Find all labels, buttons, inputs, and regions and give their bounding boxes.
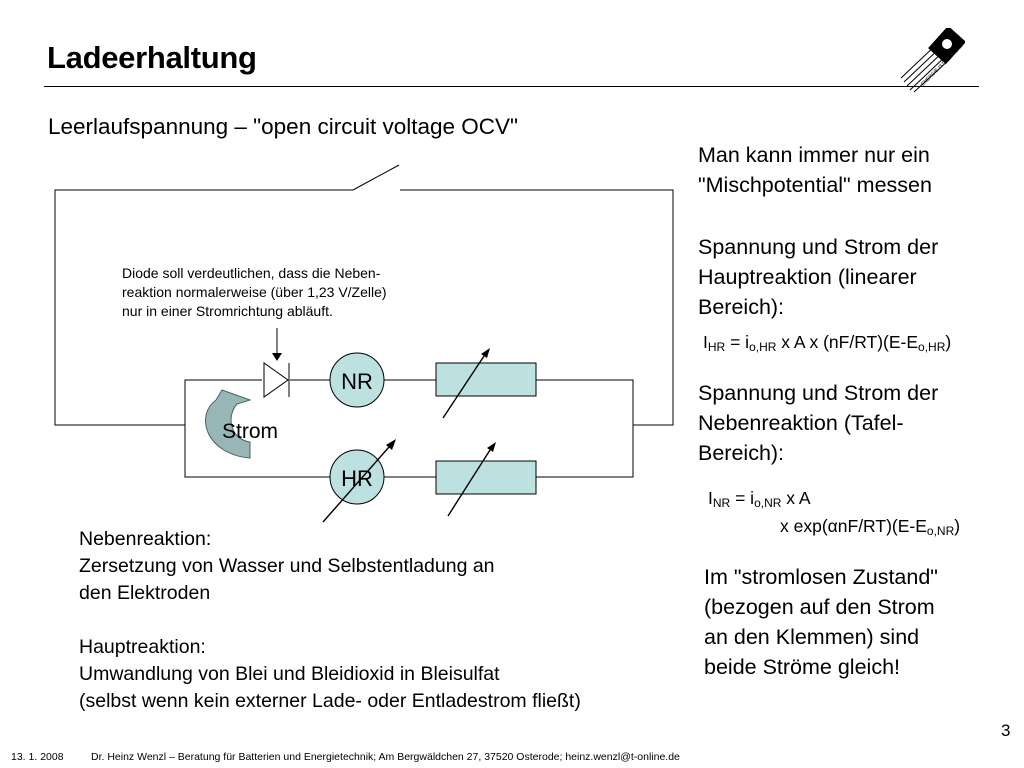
text-line: Bereich): [698,441,785,465]
hr-element [329,449,385,505]
inner-wire-right [536,379,634,478]
outer-wire-left [54,189,353,426]
nr-formula: INR = io,NR x A [708,488,811,510]
diode-note: Diode soll verdeutlichen, dass die Neben… [122,264,387,321]
variable-resistor-top [435,362,537,397]
open-switch [352,164,400,191]
diode-note-line: Diode soll verdeutlichen, dass die Neben… [122,265,381,281]
mischpotential-text: Man kann immer nur ein "Mischpotential" … [698,140,932,200]
text-line: (selbst wenn kein externer Lade- oder En… [79,690,581,712]
text-line: an den Klemmen) sind [704,625,920,649]
nebenreaktion-heading: Nebenreaktion: [79,528,212,550]
variable-resistor-bottom [435,460,537,495]
text-line: Hauptreaktion (linearer [698,265,917,289]
footer-date: 13. 1. 2008 [11,751,64,763]
nr-formula-line2: x exp(αnF/RT)(E-Eo,NR) [780,516,961,538]
text-line: (bezogen auf den Strom [704,595,935,619]
current-direction-arrow [205,389,252,459]
title-divider [44,86,979,87]
text-line: Man kann immer nur ein [698,143,930,167]
text-line: Umwandlung von Blei und Bleidioxid in Bl… [79,663,500,685]
diode-note-line: reaktion normalerweise (über 1,23 V/Zell… [122,284,387,300]
inner-wire-left-bottom [184,425,330,478]
diode-note-line: nur in einer Stromrichtung abläuft. [122,303,333,319]
slide-title: Ladeerhaltung [47,40,257,75]
nr-label: NR [341,369,373,394]
current-label: Strom [222,420,278,443]
stromlos-conclusion: Im "stromlosen Zustand" (bezogen auf den… [704,562,938,682]
text-line: Bereich): [698,295,785,319]
resistor-bottom-adjust-arrow [447,449,491,517]
hr-formula: IHR = io,HR x A x (nF/RT)(E-Eo,HR) [703,332,952,354]
text-line: "Mischpotential" messen [698,173,932,197]
text-line: den Elektroden [79,582,211,604]
text-line: Im "stromlosen Zustand" [704,565,938,589]
inner-wire-left-top [184,379,262,425]
text-line: Spannung und Strom der [698,381,939,405]
text-line: Zersetzung von Wasser und Selbstentladun… [79,555,495,577]
nr-element [329,352,385,408]
text-line: beide Ströme gleich! [704,655,900,679]
page-number: 3 [1001,721,1011,740]
text-line: Nebenreaktion (Tafel- [698,411,904,435]
note-pointer-arrow [272,328,282,361]
diode-symbol [263,362,290,398]
footer-credit: Dr. Heinz Wenzl – Beratung für Batterien… [91,751,680,763]
hauptreaktion-heading: Hauptreaktion: [79,636,206,658]
text-line: Spannung und Strom der [698,235,939,259]
hauptreaktion-description: Spannung und Strom der Hauptreaktion (li… [698,232,938,322]
hr-label: HR [341,466,373,491]
resistor-top-adjust-arrow [442,355,485,419]
nebenreaktion-description: Spannung und Strom der Nebenreaktion (Ta… [698,378,938,468]
reaction-explanation: Nebenreaktion: Zersetzung von Wasser und… [79,526,581,715]
company-logo: ENERGIE IST KOSTBAR [900,28,965,93]
hr-adjust-arrow [322,446,390,523]
slide-subtitle: Leerlaufspannung – "open circuit voltage… [48,114,519,139]
outer-wire-right [400,189,674,426]
